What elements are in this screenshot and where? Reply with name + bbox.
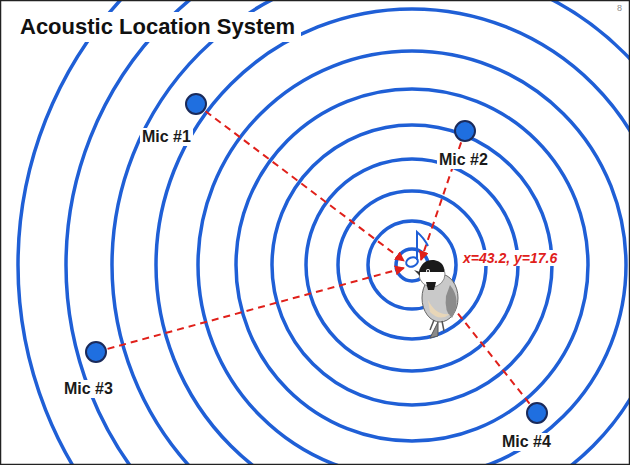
slide-title: Acoustic Location System (14, 12, 301, 42)
mic-symbol (85, 341, 107, 363)
sound-rings (18, 0, 630, 465)
mic-symbol (526, 402, 548, 424)
sound-ring (112, 0, 630, 465)
mic-label: Mic #3 (62, 380, 115, 398)
mic-label: Mic #2 (437, 151, 490, 169)
sound-ring (156, 9, 630, 465)
sound-ring (66, 0, 630, 465)
mic-symbol (454, 120, 476, 142)
mic-label: Mic #4 (500, 433, 553, 451)
sound-ring (18, 0, 630, 465)
coordinate-label: x=43.2, y=17.6 (461, 250, 559, 266)
sound-ring (236, 89, 588, 441)
sound-ring (198, 51, 626, 465)
mic-symbol (185, 93, 207, 115)
bird (414, 260, 458, 338)
page-number: 8 (617, 3, 622, 13)
mic-label: Mic #1 (140, 128, 193, 146)
